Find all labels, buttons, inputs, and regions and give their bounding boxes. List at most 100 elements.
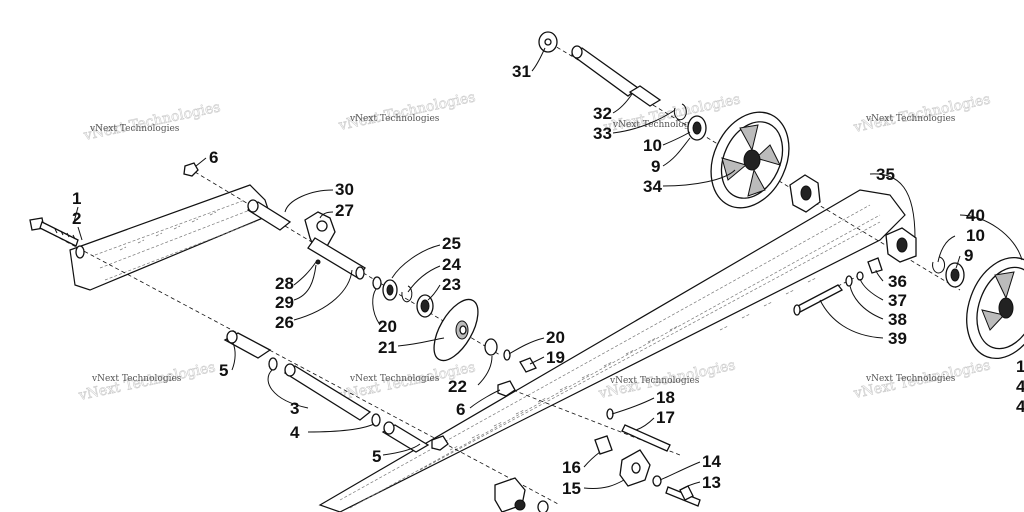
pivot-arm <box>304 211 366 280</box>
callout-35: 35 <box>876 165 895 184</box>
washer <box>856 271 864 281</box>
callout-19: 19 <box>546 348 565 367</box>
nut <box>431 435 449 451</box>
svg-text:vNext Technologies: vNext Technologies <box>89 124 180 134</box>
callout-26: 26 <box>275 313 294 332</box>
svg-text:vNext Technologies: vNext Technologies <box>91 374 182 384</box>
callout-37: 37 <box>888 291 907 310</box>
spacer-tube <box>223 330 272 359</box>
callout-10: 10 <box>643 136 662 155</box>
callout-29: 29 <box>275 293 294 312</box>
svg-text:vNext Technologies: vNext Technologies <box>337 89 477 134</box>
svg-text:vNext Technologies: vNext Technologies <box>612 120 703 130</box>
main-slide-rail <box>318 189 906 512</box>
callout-20: 20 <box>546 328 565 347</box>
cross-shaft <box>283 363 372 421</box>
callout-2: 2 <box>72 209 81 228</box>
bushing <box>594 435 613 455</box>
bolt <box>621 424 671 452</box>
bearing <box>416 294 434 318</box>
watermark: vNext Technologies vNext Technologies <box>81 99 222 144</box>
callout-15: 15 <box>562 479 581 498</box>
watermark: vNext Technologies vNext Technologies <box>336 89 477 134</box>
callout-20: 20 <box>378 317 397 336</box>
callout-24: 24 <box>442 255 461 274</box>
bolt <box>793 284 844 316</box>
callout-17: 17 <box>656 408 675 427</box>
bearing <box>687 115 707 141</box>
callout-14: 14 <box>702 452 721 471</box>
mounting-block <box>619 449 651 487</box>
callouts: 1 2 6 30 27 28 29 26 25 24 23 20 21 22 2… <box>72 62 1024 498</box>
callout-34: 34 <box>643 177 662 196</box>
callout-9: 9 <box>964 246 973 265</box>
callout-40: 40 <box>966 206 985 225</box>
washer <box>75 245 85 259</box>
spacer-tube <box>381 421 430 453</box>
callout-30: 30 <box>335 180 354 199</box>
svg-text:vNext Technologies: vNext Technologies <box>349 114 440 124</box>
wheel-hub <box>789 174 821 213</box>
nut <box>183 162 199 177</box>
callout-4: 4 <box>290 423 300 442</box>
callout-5: 5 <box>219 361 228 380</box>
leader-lines <box>73 47 1023 491</box>
idler-wheel-small <box>433 298 479 362</box>
wheel-axle <box>570 45 662 107</box>
lower-bracket <box>494 477 549 512</box>
callout-5: 5 <box>372 447 381 466</box>
callout-edge: 4 <box>1016 397 1024 416</box>
callout-edge: 1 <box>1016 357 1024 376</box>
callout-32: 32 <box>593 104 612 123</box>
callout-6: 6 <box>456 400 465 419</box>
svg-text:vNext Technologies: vNext Technologies <box>609 376 700 386</box>
svg-text:vNext Technologies: vNext Technologies <box>865 374 956 384</box>
callout-27: 27 <box>335 201 354 220</box>
washer <box>845 275 853 287</box>
snap-ring <box>673 103 687 121</box>
spacer <box>372 276 382 290</box>
callout-31: 31 <box>512 62 531 81</box>
nut <box>497 380 516 397</box>
watermark: vNext Technologies vNext Technologies <box>851 91 992 136</box>
callout-38: 38 <box>888 310 907 329</box>
callout-22: 22 <box>448 377 467 396</box>
callout-25: 25 <box>442 234 461 253</box>
watermark: vNext Technologies vNext Technologies <box>601 91 742 136</box>
rear-idler-shaft <box>246 199 292 231</box>
idler-wheel-large <box>710 111 790 209</box>
snap-ring <box>932 256 946 274</box>
washer <box>503 349 511 361</box>
callout-36: 36 <box>888 272 907 291</box>
watermark: vNext Technologies vNext Technologies <box>851 357 992 402</box>
washer <box>544 38 552 46</box>
callout-edge: 4 <box>1016 377 1024 396</box>
callout-6: 6 <box>209 148 218 167</box>
svg-text:vNext Technologies: vNext Technologies <box>349 374 440 384</box>
spacer <box>519 357 537 373</box>
washer <box>268 357 278 371</box>
watermark: vNext Technologies vNext Technologies <box>76 359 217 404</box>
callout-21: 21 <box>378 338 397 357</box>
left-slide-rail <box>69 184 271 291</box>
callout-33: 33 <box>593 124 612 143</box>
callout-16: 16 <box>562 458 581 477</box>
bolt <box>29 217 79 247</box>
callout-1: 1 <box>72 189 81 208</box>
callout-18: 18 <box>656 388 675 407</box>
washer <box>371 413 381 427</box>
callout-28: 28 <box>275 274 294 293</box>
callout-39: 39 <box>888 329 907 348</box>
callout-13: 13 <box>702 473 721 492</box>
idler-wheel-large <box>966 256 1024 360</box>
washer <box>652 475 662 487</box>
spacer <box>484 338 498 356</box>
svg-text:vNext Technologies: vNext Technologies <box>865 114 956 124</box>
callout-3: 3 <box>290 399 299 418</box>
bushing <box>867 257 883 274</box>
svg-text:vNext Technologies: vNext Technologies <box>82 99 222 144</box>
wheel-hub <box>885 227 917 263</box>
callout-23: 23 <box>442 275 461 294</box>
grease-fitting <box>315 259 321 265</box>
